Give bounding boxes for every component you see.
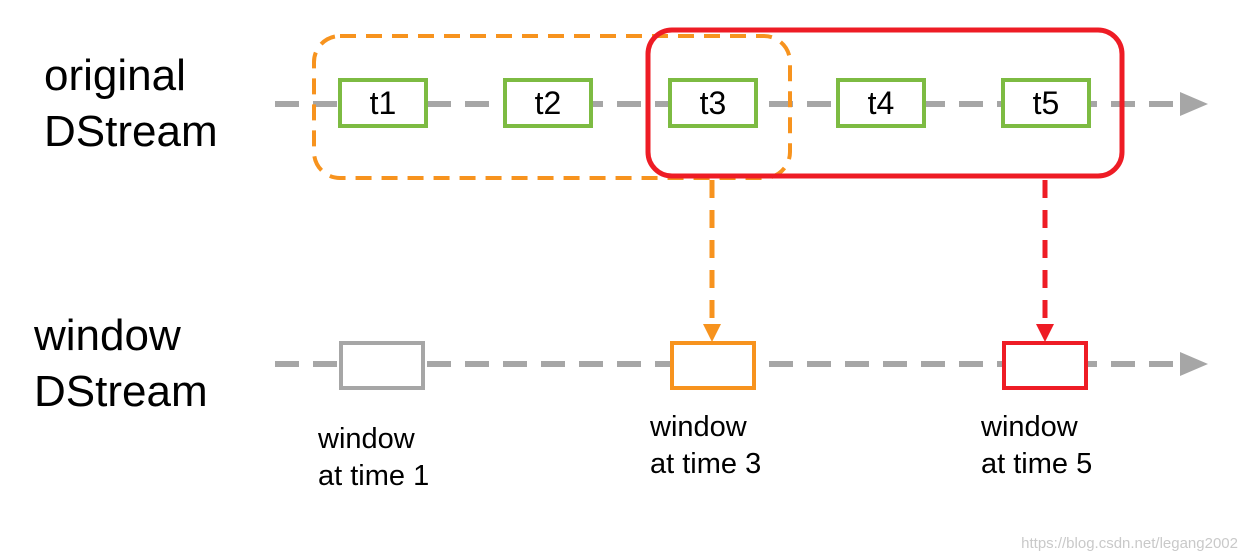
interval-box-t3: t3 (668, 78, 758, 128)
window-dstream-label-line1: window (34, 311, 181, 360)
interval-box-t1: t1 (338, 78, 428, 128)
interval-label-t3: t3 (700, 85, 727, 121)
interval-box-t5: t5 (1001, 78, 1091, 128)
window-caption-time-5-line2: at time 5 (981, 448, 1093, 480)
interval-label-t5: t5 (1033, 85, 1060, 121)
window-dstream-label: window DStream (34, 308, 208, 420)
original-dstream-label: original DStream (44, 48, 218, 160)
window-time-5-arrowhead (1036, 324, 1054, 342)
window-time-3-arrowhead (703, 324, 721, 342)
window-caption-time-5: window at time 5 (981, 409, 1092, 483)
original-timeline-arrowhead (1180, 92, 1208, 116)
interval-label-t1: t1 (370, 85, 397, 121)
window-caption-time-3-line2: at time 3 (650, 448, 762, 480)
original-dstream-label-line1: original (44, 51, 186, 100)
window-box-time-5 (1002, 341, 1088, 390)
interval-box-t2: t2 (503, 78, 593, 128)
interval-label-t4: t4 (868, 85, 895, 121)
window-dstream-label-line2: DStream (34, 367, 208, 416)
window-timeline-arrowhead (1180, 352, 1208, 376)
window-box-time-1 (339, 341, 425, 390)
window-caption-time-3-line1: window (650, 411, 747, 443)
window-time-3-region (312, 34, 792, 180)
interval-label-t2: t2 (535, 85, 562, 121)
window-caption-time-1-line1: window (318, 423, 415, 455)
original-dstream-label-line2: DStream (44, 107, 218, 156)
window-caption-time-1: window at time 1 (318, 421, 429, 495)
window-caption-time-5-line1: window (981, 411, 1078, 443)
window-time-5-region (645, 27, 1125, 179)
window-caption-time-3: window at time 3 (650, 409, 761, 483)
watermark-url: https://blog.csdn.net/legang2002 (1021, 535, 1238, 552)
window-caption-time-1-line2: at time 1 (318, 460, 430, 492)
window-box-time-3 (670, 341, 756, 390)
interval-box-t4: t4 (836, 78, 926, 128)
